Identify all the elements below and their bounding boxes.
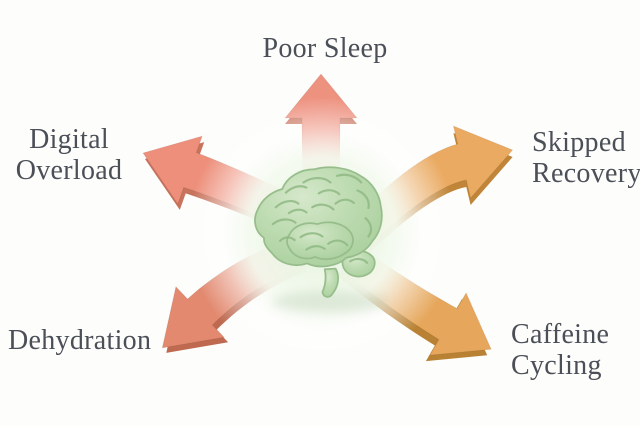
label-caffeine-cycling: Caffeine Cycling xyxy=(511,319,609,381)
brain-temporal-lobe xyxy=(286,221,354,261)
label-line: Digital xyxy=(29,124,109,155)
label-line: Recovery xyxy=(532,158,640,189)
label-line: Cycling xyxy=(511,350,602,381)
brain-stem xyxy=(321,267,340,298)
label-line: Caffeine xyxy=(511,319,610,350)
label-skipped-recovery: Skipped Recovery xyxy=(532,127,640,189)
label-line: Skipped xyxy=(532,127,626,158)
label-line: Dehydration xyxy=(8,325,152,356)
label-line: Poor Sleep xyxy=(262,33,388,64)
label-dehydration: Dehydration xyxy=(8,325,151,356)
brain-icon xyxy=(254,166,383,298)
label-line: Overload xyxy=(15,155,123,186)
label-digital-overload: Digital Overload xyxy=(16,124,123,186)
brain-gyri-lines xyxy=(271,173,373,264)
label-poor-sleep: Poor Sleep xyxy=(262,33,387,64)
